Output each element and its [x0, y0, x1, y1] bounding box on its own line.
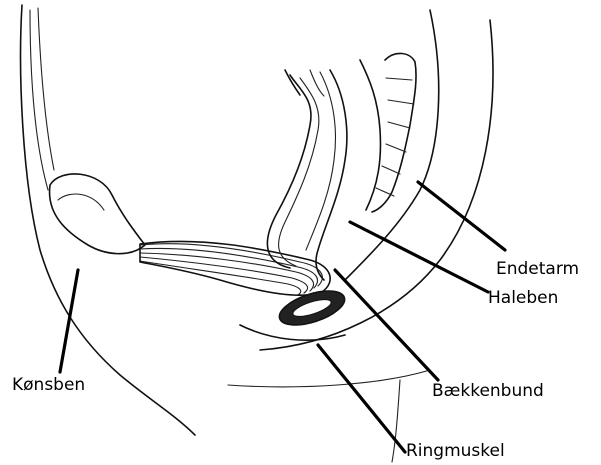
rectum — [267, 70, 346, 280]
label-ringmuskel: Ringmuskel — [406, 443, 505, 460]
label-baekkenbund: Bækkenbund — [432, 383, 544, 400]
body-outline-left — [21, 5, 195, 435]
leader-line-ringmuskel — [318, 345, 405, 452]
pubic-bone — [50, 174, 145, 254]
leader-line-endetarm — [418, 182, 505, 250]
leader-line-haleben — [350, 222, 488, 292]
anal-sphincter — [228, 284, 430, 462]
coccyx-spine — [260, 10, 493, 350]
label-haleben: Haleben — [488, 290, 558, 307]
label-konsben: Kønsben — [12, 377, 85, 394]
pelvic-floor-muscles — [140, 241, 330, 295]
leader-line-konsben — [60, 270, 78, 372]
label-endetarm: Endetarm — [496, 261, 579, 278]
leader-line-baekkenbund — [335, 270, 438, 380]
